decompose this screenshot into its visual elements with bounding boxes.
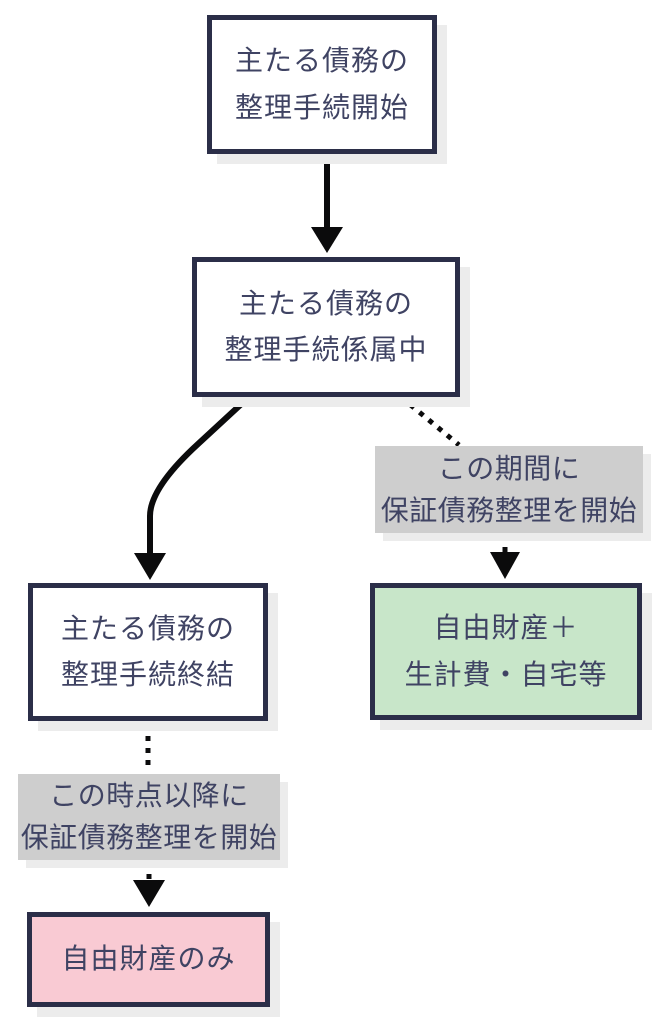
node-main-debt-procedure-end: 主たる債務の 整理手続終結 (28, 583, 268, 721)
node-main-debt-procedure-pending: 主たる債務の 整理手続係属中 (192, 257, 460, 397)
node-text-line: 自由財産のみ (61, 943, 236, 975)
arrowhead-during-label-to-green (490, 552, 520, 579)
node-text-line: 整理手続開始 (234, 91, 409, 123)
label-start-guarantee-during-period: この期間に 保証債務整理を開始 (375, 446, 643, 533)
arrowhead-after-label-to-pink (133, 880, 165, 907)
arrow-pending-to-end (147, 393, 253, 556)
label-text-line: 保証債務整理を開始 (380, 494, 638, 526)
node-text-line: 生計費・自宅等 (404, 658, 608, 690)
label-text-line: 保証債務整理を開始 (20, 822, 278, 853)
node-text-line: 整理手続係属中 (224, 334, 428, 365)
node-main-debt-procedure-start: 主たる債務の 整理手続開始 (207, 15, 437, 154)
node-result-free-property-only: 自由財産のみ (27, 912, 270, 1007)
node-text-line: 整理手続終結 (60, 659, 235, 690)
arrowhead-start-to-pending (311, 227, 343, 253)
arrowhead-pending-to-end (134, 553, 166, 580)
label-text-line: この時点以降に (49, 780, 249, 811)
node-text-line: 自由財産＋ (433, 612, 579, 644)
label-text-line: この期間に (437, 452, 581, 484)
node-result-free-property-plus: 自由財産＋ 生計費・自宅等 (370, 583, 642, 720)
label-start-guarantee-after-point: この時点以降に 保証債務整理を開始 (18, 774, 280, 860)
node-text-line: 主たる債務の (60, 612, 235, 644)
dotted-line-pending-to-during-label (399, 395, 461, 447)
node-text-line: 主たる債務の (234, 45, 409, 77)
node-text-line: 主たる債務の (238, 287, 413, 319)
